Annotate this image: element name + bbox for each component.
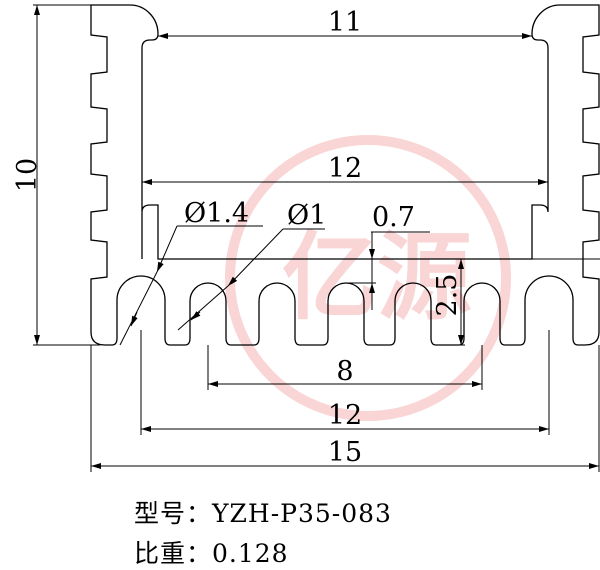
weight-line: 比重：0.128 — [134, 534, 289, 570]
dim-top-opening-label: 11 — [328, 7, 362, 38]
dim-fin-height-label: 2.5 — [432, 274, 463, 317]
dim-hole-large-label: Ø1.4 — [184, 198, 249, 229]
dim-inner-width-label: 12 — [328, 153, 362, 184]
watermark-text: 亿源 — [282, 223, 472, 333]
dim-bottom-inner-label: 12 — [328, 400, 362, 431]
weight-label: 比重： — [134, 539, 213, 568]
watermark-logo: 亿源 — [225, 135, 511, 421]
dim-height-label: 10 — [12, 158, 43, 192]
dim-fin-gap-label: 0.7 — [372, 202, 415, 233]
profile-outline — [90, 4, 600, 346]
model-label: 型号： — [134, 499, 213, 528]
weight-value: 0.128 — [212, 539, 289, 568]
dim-fin-span-label: 8 — [336, 356, 353, 387]
model-value: YZH-P35-083 — [212, 499, 392, 528]
model-line: 型号：YZH-P35-083 — [134, 494, 392, 530]
dimension-lines — [33, 4, 600, 472]
dim-overall-width-label: 15 — [328, 437, 362, 468]
dim-hole-small-label: Ø1 — [287, 200, 326, 231]
